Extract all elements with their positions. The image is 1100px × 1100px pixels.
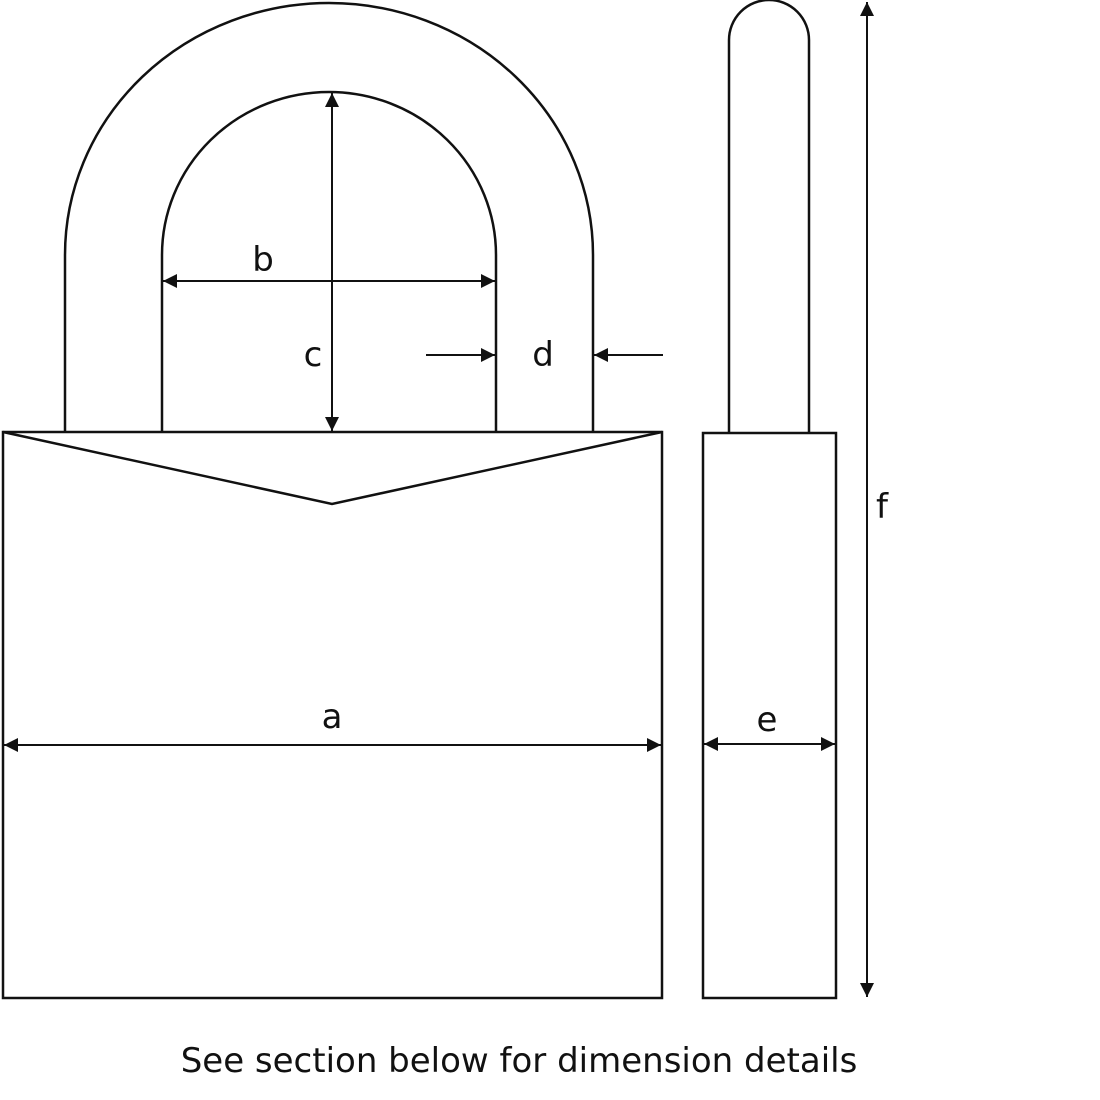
dimension-d-label: d xyxy=(532,335,554,375)
dimension-e-label: e xyxy=(757,700,778,740)
dimension-a-label: a xyxy=(322,697,343,737)
body-v-notch xyxy=(2,430,663,506)
dimension-c-label: c xyxy=(304,335,323,375)
padlock-body-front xyxy=(1,430,664,1000)
shackle-front-inner xyxy=(160,90,498,432)
shackle-front-outer xyxy=(63,1,595,432)
shackle-side xyxy=(727,0,811,432)
dimension-f-label: f xyxy=(876,487,889,527)
diagram-caption: See section below for dimension details xyxy=(181,1041,858,1081)
dimension-b-label: b xyxy=(252,240,274,280)
padlock-body-side xyxy=(701,431,838,1000)
